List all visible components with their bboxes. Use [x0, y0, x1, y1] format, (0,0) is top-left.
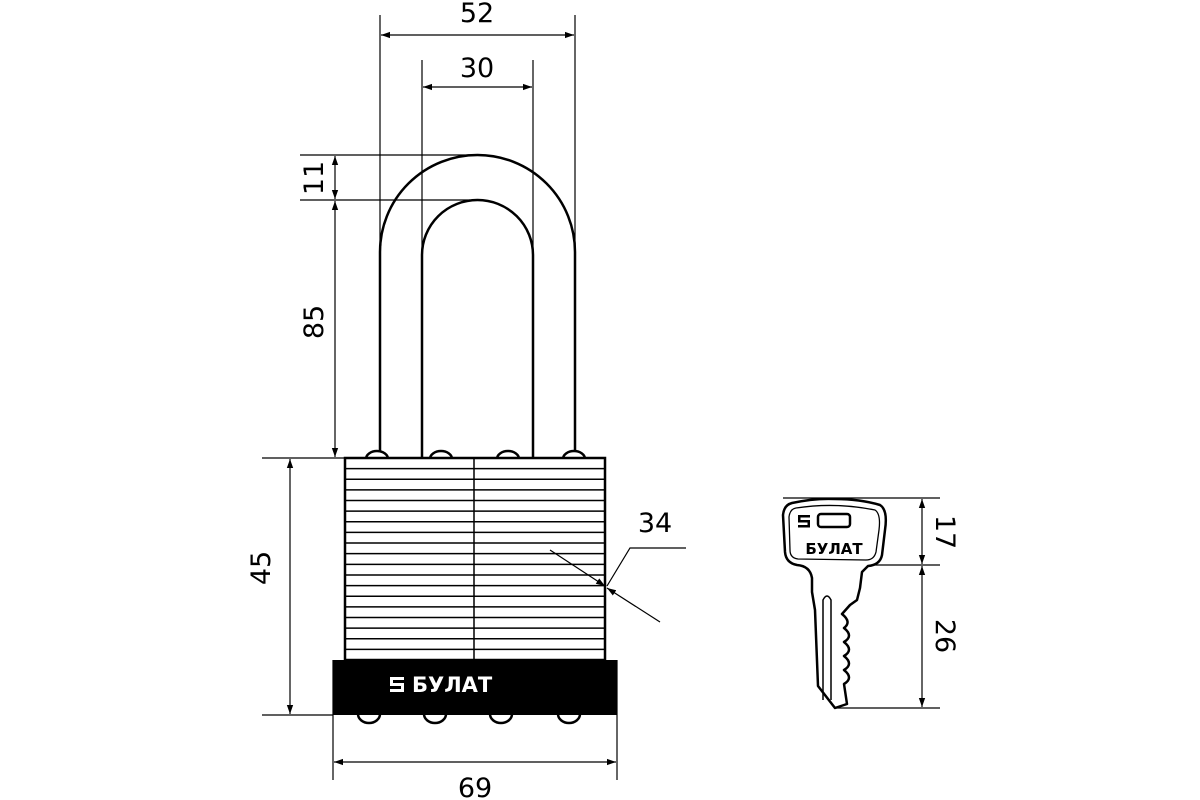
- lock-base: БУЛАТ: [333, 660, 617, 715]
- dim-34: 34: [638, 508, 672, 539]
- rivets-bottom: [356, 713, 582, 725]
- key-logo-icon: [798, 515, 810, 528]
- brand-logo-icon: [390, 677, 404, 692]
- dim-30: 30: [460, 53, 494, 84]
- lock-body: [343, 456, 607, 662]
- lock-brand-label: БУЛАТ: [412, 673, 493, 697]
- dim-85: 85: [299, 305, 330, 339]
- dim-17: 17: [929, 515, 960, 549]
- dim-45: 45: [246, 551, 277, 585]
- key-brand-label: БУЛАТ: [805, 540, 863, 558]
- dim-52: 52: [460, 0, 494, 29]
- dim-26: 26: [929, 619, 960, 653]
- key: [781, 497, 888, 710]
- dim-69: 69: [458, 773, 492, 800]
- dimension-lines: [262, 15, 940, 780]
- dim-11: 11: [299, 161, 330, 195]
- shackle: [378, 153, 577, 458]
